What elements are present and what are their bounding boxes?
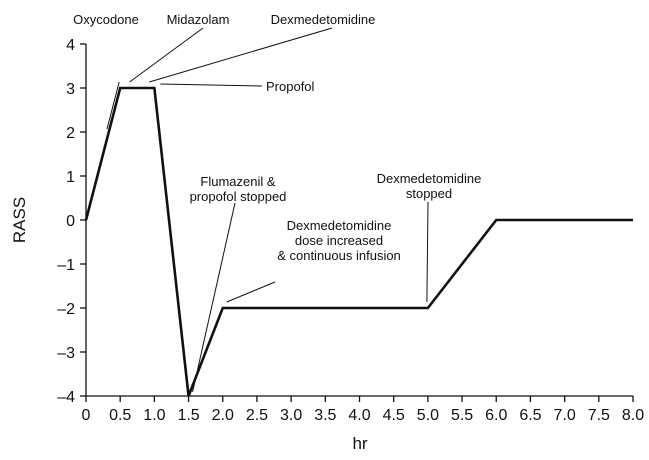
x-tick-label: 8.0 [622,407,644,424]
annotation-label: Flumazenil &propofol stopped [190,174,287,204]
annotation-label-line: Midazolam [167,12,230,27]
annotation-label: Oxycodone [73,12,139,27]
x-tick-label: 4.0 [348,407,370,424]
x-tick-label: 6.0 [485,407,507,424]
y-tick-label: 2 [66,125,75,142]
annotation-label-line: dose increased [295,233,383,248]
y-tick-label: 0 [66,213,75,230]
x-tick-label: 4.5 [383,407,405,424]
annotation-label-line: propofol stopped [190,189,287,204]
y-tick-label: –1 [57,257,75,274]
rass-series-line [84,86,633,397]
annotation-label-line: Dexmedetomidine [377,171,482,186]
annotation-leader-line [226,281,276,303]
y-ticks: –4 –3 –2 –1 0 1 2 3 4 [57,37,86,406]
x-tick-label: 2.0 [212,407,234,424]
x-axis-title: hr [352,434,367,453]
annotation-label: Midazolam [167,12,230,27]
x-tick-label: 0.5 [109,407,131,424]
annotation-leader-line [160,83,263,87]
y-tick-label: 1 [66,169,75,186]
y-tick-label: 3 [66,81,75,98]
x-tick-label: 2.5 [246,407,268,424]
annotation-label-line: Dexmedetomidine [271,12,376,27]
x-tick-label: 1.5 [177,407,199,424]
y-tick-label: –2 [57,301,75,318]
annotation-label: Propofol [266,79,315,94]
y-tick-label: –4 [57,389,75,406]
y-tick-label: 4 [66,37,75,54]
series-layer [84,86,633,397]
annotation-label-line: & continuous infusion [277,248,401,263]
annotation-label-line: Dexmedetomidine [287,218,392,233]
x-tick-label: 7.0 [554,407,576,424]
annotation-label-line: Flumazenil & [200,174,275,189]
x-ticks: 0 0.5 1.0 1.5 2.0 2.5 3.0 3.5 4.0 4.5 5.0 5.5 6.0 6.5… [82,396,644,424]
annotation-label-line: Oxycodone [73,12,139,27]
y-axis-title: RASS [10,197,29,243]
x-tick-label: 1.0 [143,407,165,424]
x-tick-label: 7.5 [588,407,610,424]
annotation-label-line: stopped [406,186,452,201]
annotation-leader-line [106,81,120,130]
annotation-leader-line [192,202,236,393]
x-tick-label: 6.5 [519,407,541,424]
annotation-label: Dexmedetomidine [271,12,376,27]
x-tick-label: 0 [82,407,91,424]
y-tick-label: –3 [57,345,75,362]
annotation-leader-line [129,27,204,83]
annotation-leader-line [149,27,333,83]
x-tick-label: 3.0 [280,407,302,424]
x-tick-label: 5.5 [451,407,473,424]
annotation-leader-line [426,201,429,303]
annotation-label-line: Propofol [266,79,315,94]
x-tick-label: 5.0 [417,407,439,424]
x-tick-label: 3.5 [314,407,336,424]
